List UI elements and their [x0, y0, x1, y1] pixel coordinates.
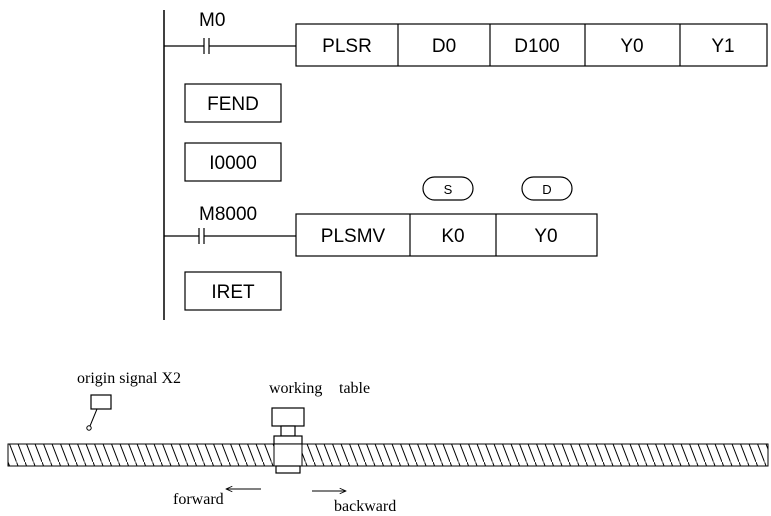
backward-label: backward [334, 498, 396, 515]
origin-sensor-icon [86, 394, 112, 431]
contact-label-m0: M0 [199, 10, 225, 31]
fend-label: FEND [207, 94, 259, 115]
working-table-icon [271, 407, 305, 474]
table-label: table [339, 380, 370, 397]
interrupt-box: I0000 [184, 142, 282, 182]
contact-m8000 [198, 228, 205, 244]
contact-label-m8000: M8000 [199, 204, 257, 225]
operand-d100: D100 [514, 36, 559, 57]
operand-tag-d: D [521, 176, 573, 201]
rung-1: M0 PLSR D0 D100 Y0 Y1 [164, 10, 768, 67]
operand-y0: Y0 [534, 226, 557, 247]
iret-label: IRET [211, 282, 255, 303]
instruction-plsmv: PLSMV [321, 226, 386, 247]
interrupt-label: I0000 [209, 153, 257, 174]
operand-k0: K0 [441, 226, 464, 247]
operand-d0: D0 [432, 36, 456, 57]
instruction-box [295, 23, 768, 67]
lead-screw [7, 443, 769, 467]
operand-y0: Y0 [620, 36, 643, 57]
instruction-box [295, 213, 598, 257]
operand-y1: Y1 [711, 36, 734, 57]
instruction-plsr: PLSR [322, 36, 372, 57]
rung-2: M8000 PLSMV K0 Y0 [164, 204, 598, 257]
iret-box: IRET [184, 271, 282, 311]
working-label: working [269, 380, 322, 397]
forward-label: forward [173, 491, 224, 508]
operand-tag-s-label: S [444, 182, 453, 197]
operand-tag-s: S [422, 176, 474, 201]
origin-signal-label: origin signal X2 [77, 370, 181, 387]
contact-m0 [203, 38, 210, 54]
fend-box: FEND [184, 83, 282, 123]
operand-tag-d-label: D [542, 182, 551, 197]
